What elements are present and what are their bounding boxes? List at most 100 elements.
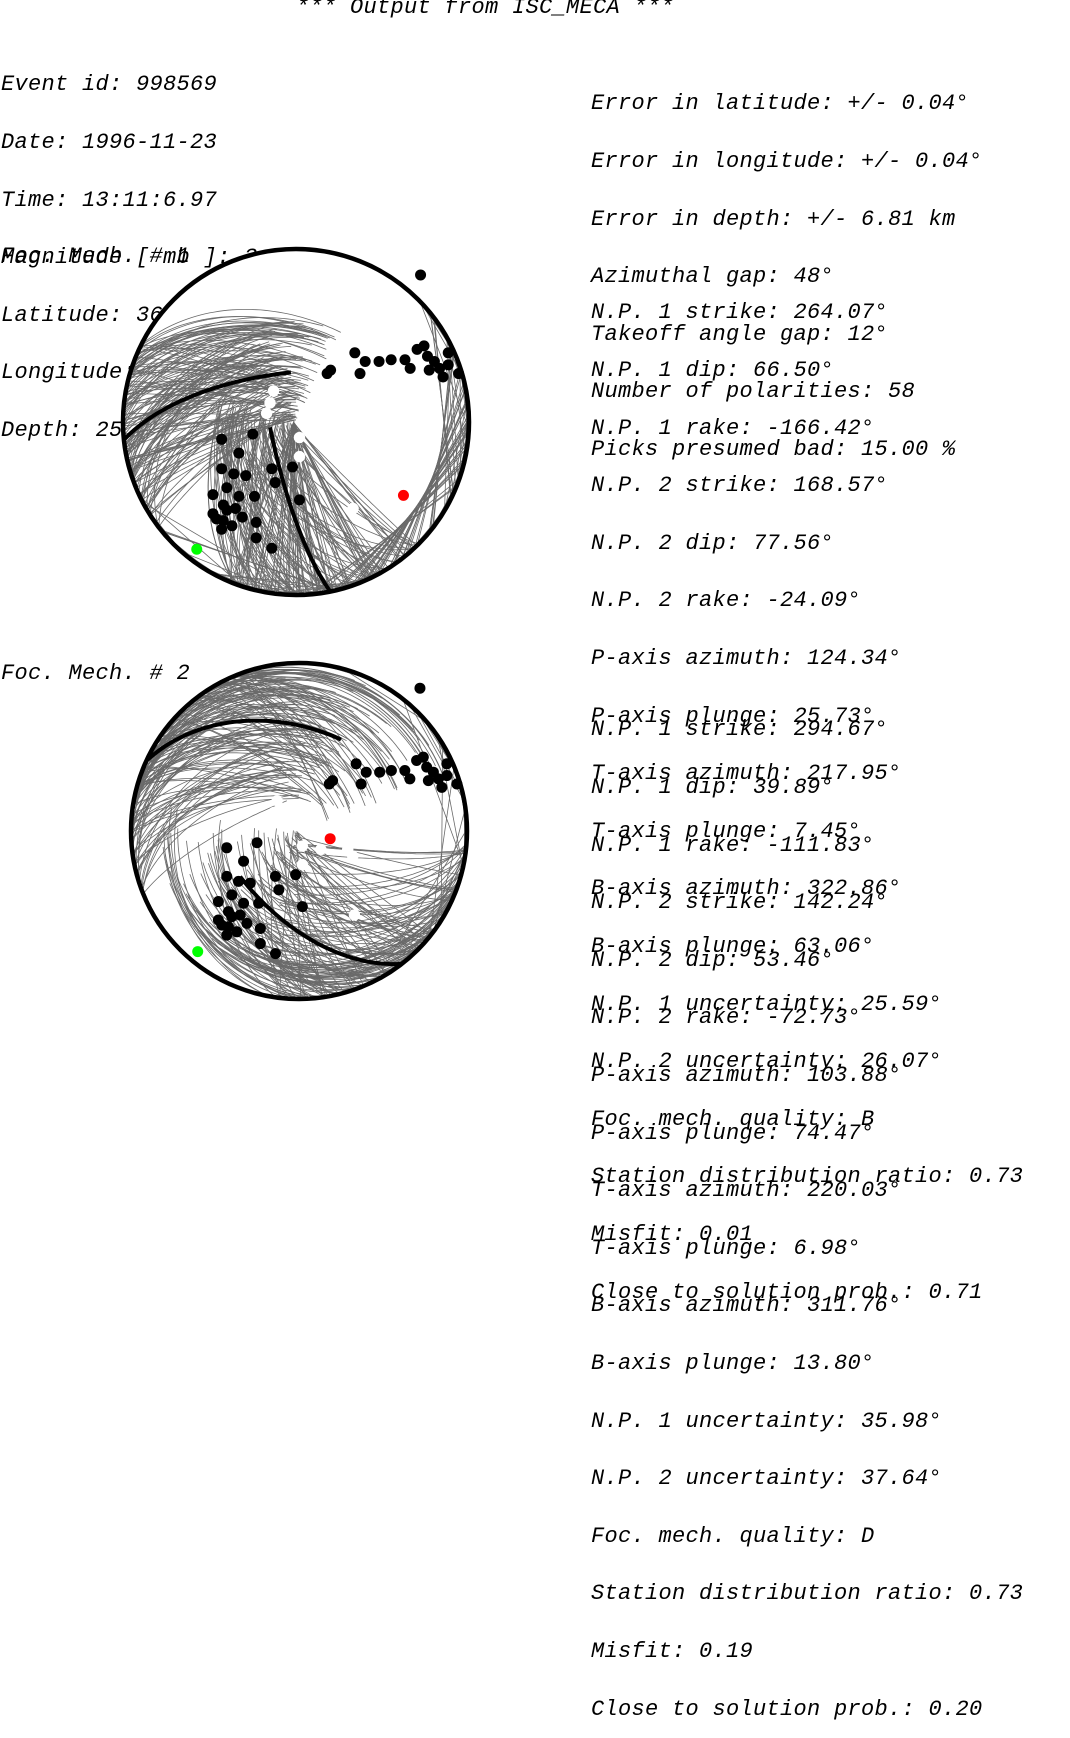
compression-station	[436, 781, 448, 793]
compression-station	[254, 922, 266, 934]
compression-station	[240, 470, 252, 482]
dilatation-station	[268, 806, 280, 819]
mech1-param: N.P. 1 rake: -166.42°	[591, 415, 875, 441]
compression-station	[216, 463, 228, 475]
compression-station	[421, 761, 433, 773]
compression-station	[231, 926, 243, 938]
beachball-group	[128, 660, 470, 1002]
mech2-param: B-axis plunge: 13.80°	[591, 1350, 875, 1376]
t-axis-marker	[191, 543, 203, 555]
dilatation-station	[392, 419, 404, 432]
dilatation-station	[312, 435, 325, 447]
dilatation-station	[347, 502, 359, 515]
compression-station	[415, 269, 427, 281]
mech1-param: P-axis azimuth: 124.34°	[591, 645, 902, 671]
mech2-param: Station distribution ratio: 0.73	[591, 1581, 1024, 1607]
compression-station	[247, 428, 259, 440]
mech1-param: B-axis plunge: 63.06°	[591, 933, 875, 959]
mech2-param: N.P. 2 strike: 142.24°	[591, 890, 889, 916]
mech2-param: N.P. 1 rake: -111.83°	[591, 832, 875, 858]
dilatation-station	[315, 843, 327, 856]
p-axis-marker	[397, 489, 409, 501]
dilatation-station	[380, 419, 392, 432]
compression-station	[229, 503, 241, 514]
focal-sphere-outline	[120, 246, 472, 598]
dilatation-station	[340, 435, 352, 447]
compression-station	[399, 354, 411, 366]
dilatation-station	[392, 828, 404, 841]
compression-station	[321, 368, 333, 380]
compression-station	[360, 766, 372, 778]
beachball-mech2	[128, 660, 470, 1002]
compression-station	[293, 494, 305, 506]
dilatation-station	[296, 858, 309, 871]
dilatation-station	[385, 402, 397, 414]
compression-station	[216, 433, 228, 445]
compression-station	[250, 516, 262, 528]
compression-station	[244, 877, 256, 889]
error-info: Error in latitude: +/- 0.04° Error in lo…	[591, 56, 983, 478]
compression-station	[287, 461, 299, 473]
dilatation-station	[264, 397, 276, 409]
compression-station	[226, 520, 238, 532]
mech2-param: N.P. 1 uncertainty: 35.98°	[591, 1408, 943, 1434]
compression-station	[442, 359, 454, 371]
mech2-param: T-axis plunge: 6.98°	[591, 1235, 862, 1261]
mech2-param: T-axis azimuth: 220.03°	[591, 1178, 902, 1204]
compression-station	[404, 773, 416, 785]
compression-station	[269, 948, 281, 960]
compression-station	[290, 869, 302, 881]
event-id: Event id: 998569	[1, 72, 218, 98]
error-latitude: Error in latitude: +/- 0.04°	[591, 91, 970, 117]
mech1-param: N.P. 2 dip: 77.56°	[591, 530, 835, 556]
error-longitude: Error in longitude: +/- 0.04°	[591, 149, 983, 174]
compression-station	[273, 884, 285, 896]
compression-station	[349, 347, 361, 359]
mech2-param: Misfit: 0.19	[591, 1638, 754, 1664]
event-date: Date: 1996-11-23	[1, 130, 218, 155]
compression-station	[221, 929, 233, 941]
compression-station	[250, 532, 262, 544]
compression-station	[417, 751, 429, 763]
compression-station	[226, 889, 238, 901]
compression-station	[269, 870, 281, 882]
mech2-params: N.P. 1 strike: 294.67° N.P. 1 dip: 39.89…	[591, 682, 1023, 1738]
beachball-mech1	[120, 246, 472, 598]
mech1-param: N.P. 1 strike: 264.07°	[591, 300, 889, 326]
mech2-param: N.P. 2 dip: 53.46°	[591, 947, 835, 973]
takeoff-angle-gap: Takeoff angle gap: 12°	[591, 321, 889, 347]
compression-station	[216, 919, 228, 931]
dilatation-station	[326, 816, 339, 829]
dilatation-station	[293, 431, 306, 444]
compression-station	[269, 477, 281, 489]
beachball-group	[120, 246, 472, 598]
compression-station	[266, 542, 278, 554]
dilatation-station	[296, 840, 309, 852]
mech1-param: P-axis plunge: 25.73°	[591, 703, 875, 729]
compression-station	[236, 511, 248, 523]
compression-station	[296, 901, 308, 913]
compression-station	[437, 371, 449, 383]
event-time: Time: 13:11:6.97	[1, 187, 218, 213]
mech2-param: Foc. mech. quality: D	[591, 1523, 875, 1549]
compression-station	[207, 489, 219, 501]
compression-station	[399, 765, 411, 777]
compression-station	[221, 842, 233, 854]
azimuthal-gap: Azimuthal gap: 48°	[591, 264, 835, 290]
compression-station	[233, 490, 245, 502]
error-depth: Error in depth: +/- 6.81 km	[591, 206, 956, 232]
dilatation-station	[385, 811, 398, 824]
dilatation-station	[267, 385, 280, 397]
compression-station	[404, 362, 416, 374]
compression-station	[241, 917, 253, 929]
mech1-param: N.P. 2 rake: -24.09°	[591, 588, 862, 614]
mech1-param: N.P. 2 strike: 168.57°	[591, 473, 889, 499]
mech2-param: N.P. 2 rake: -72.73°	[591, 1005, 862, 1031]
dilatation-station	[271, 795, 283, 807]
mech2-label: Foc. Mech. # 2	[1, 661, 191, 686]
number-of-polarities: Number of polarities: 58	[591, 379, 916, 405]
compression-station	[212, 896, 224, 908]
mech1-param: B-axis azimuth: 322.86°	[591, 876, 902, 902]
mech2-param: N.P. 2 uncertainty: 37.64°	[591, 1466, 943, 1492]
t-axis-marker	[192, 946, 204, 958]
